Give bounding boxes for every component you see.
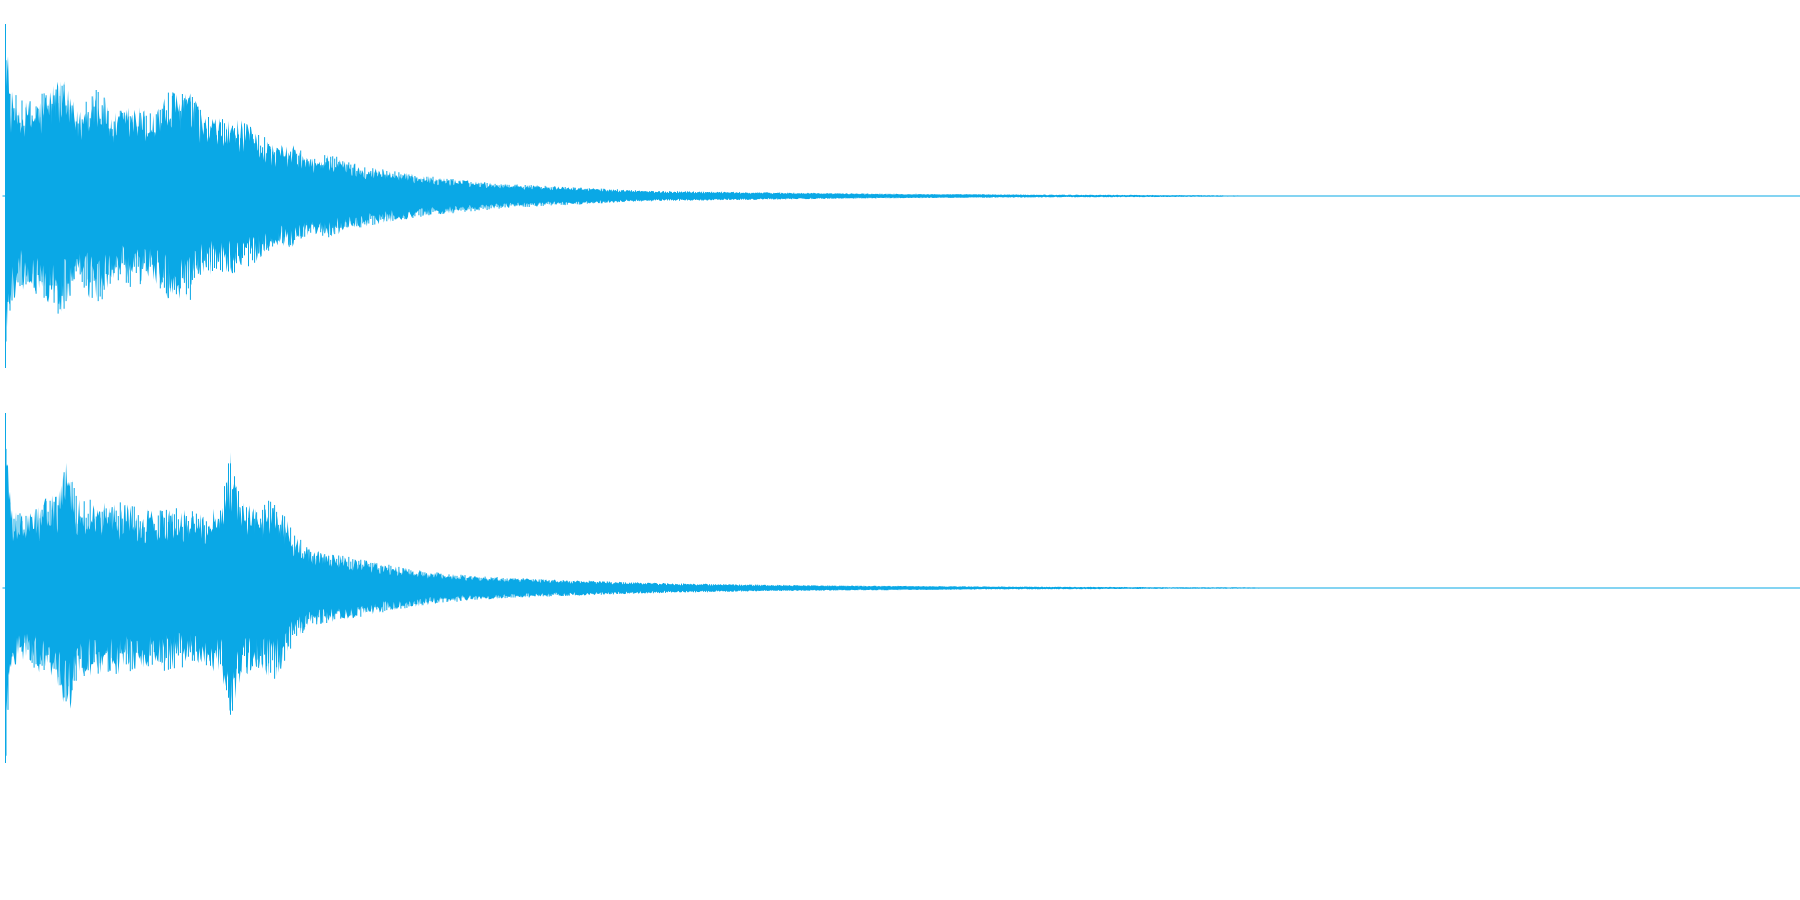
channels: [2, 24, 1800, 763]
channel-2-waveform: [2, 413, 1800, 763]
channel-1-waveform: [2, 24, 1800, 368]
channel-1-peaks: [5, 60, 993, 342]
